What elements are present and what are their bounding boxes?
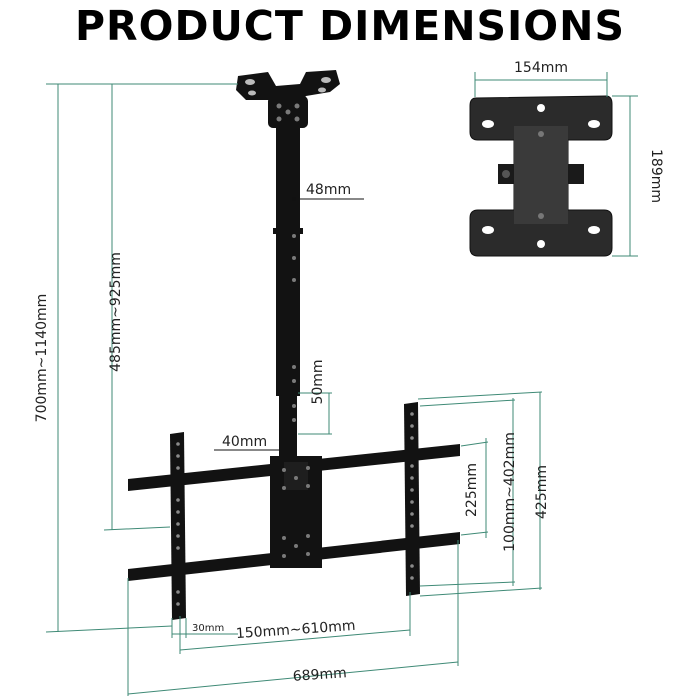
total-height-dimension: 700mm~1140mm [34, 83, 238, 633]
rail-spacing-dimension: 225mm [460, 438, 489, 538]
hole-spacing-label: 50mm [310, 359, 326, 404]
pole-height-dimension: 485mm~925mm [103, 84, 171, 531]
page-title: PRODUCT DIMENSIONS [74, 2, 626, 50]
inner-tube-dimension: 40mm [214, 434, 297, 451]
vesa-vertical-dimension: 100mm~402mm [419, 398, 518, 587]
arm-height-dimension: 425mm [417, 391, 550, 597]
plate-height-dimension: 189mm [612, 95, 664, 257]
plate-height-label: 189mm [648, 149, 664, 203]
plate-width-dimension: 154mm [474, 60, 608, 97]
total-height-label: 700mm~1140mm [34, 294, 50, 423]
pole-diameter-dimension: 48mm [292, 182, 364, 201]
arm-width-label: 30mm [192, 623, 224, 634]
tv-bracket-illustration [128, 402, 460, 620]
arm-height-label: 425mm [534, 465, 550, 519]
ceiling-plate-illustration [469, 95, 613, 257]
hole-spacing-dimension: 50mm [298, 359, 332, 435]
vesa-vertical-label: 100mm~402mm [502, 432, 518, 552]
pole-diameter-label: 48mm [306, 182, 351, 198]
inner-tube-label: 40mm [222, 434, 267, 450]
total-width-dimension: 689mm [127, 540, 459, 696]
plate-width-label: 154mm [514, 60, 568, 76]
ceiling-bracket-illustration [236, 70, 340, 128]
vesa-horizontal-label: 150mm~610mm [235, 618, 356, 642]
total-width-label: 689mm [292, 665, 347, 685]
telescopic-pole [273, 126, 303, 458]
pole-height-label: 485mm~925mm [108, 252, 124, 372]
arm-width-dimension: 30mm [171, 618, 238, 638]
rail-spacing-label: 225mm [464, 463, 480, 517]
